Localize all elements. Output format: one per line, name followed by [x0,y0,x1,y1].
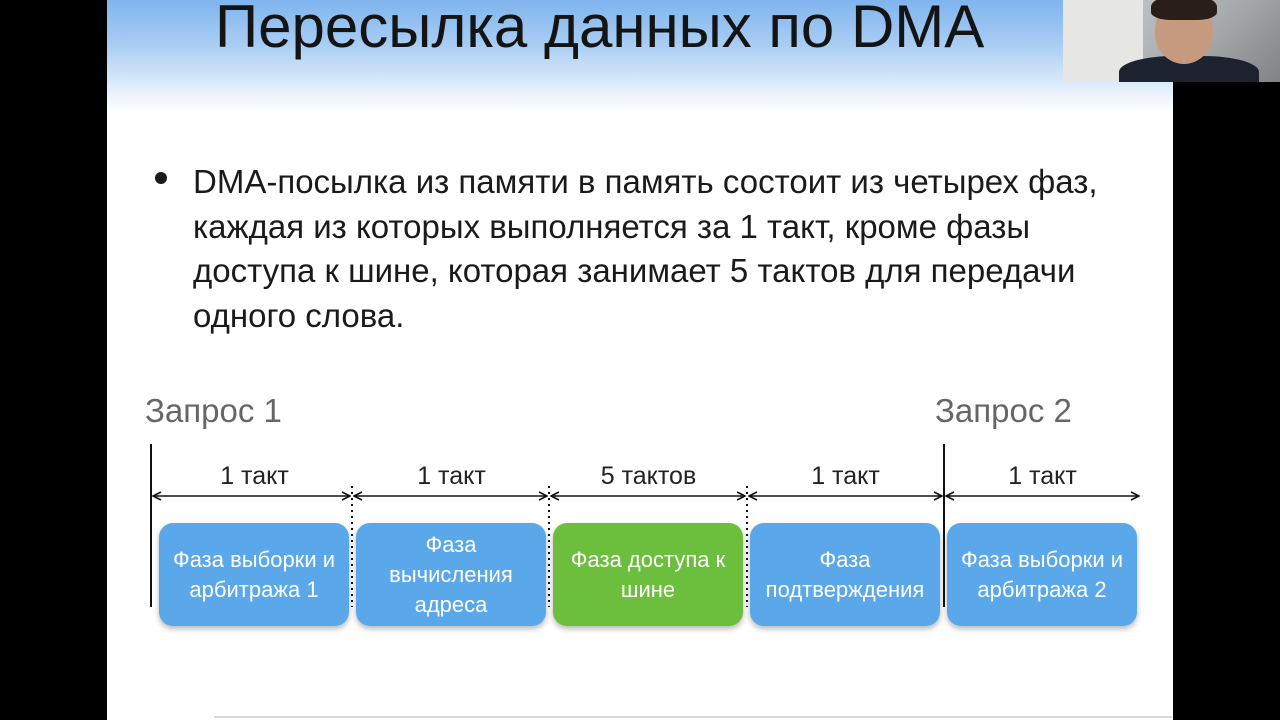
phase-fetch-arbitration-2: Фаза выборки и арбитража 2 [947,523,1137,626]
webcam-overlay [1063,0,1280,82]
bullet-icon [155,172,167,184]
duration-label-4: 1 такт [811,462,880,490]
phase-acknowledgement: Фаза подтверждения [750,523,940,626]
bullet-text: DMA-посылка из памяти в память состоит и… [193,163,1098,334]
phase-address-calculation: Фаза вычисления адреса [356,523,546,626]
duration-label-2: 1 такт [417,462,486,490]
timing-diagram [150,444,1173,607]
duration-label-5: 1 такт [1008,462,1077,490]
phase-fetch-arbitration-1: Фаза выборки и арбитража 1 [159,523,349,626]
slide-title: Пересылка данных по DMA [215,0,985,60]
title-band [107,0,1173,112]
phase-bus-access: Фаза доступа к шине [553,523,743,626]
bottom-divider [214,716,1172,718]
request-2-label: Запрос 2 [935,392,1072,429]
duration-label-3: 5 тактов [600,462,697,490]
presentation-slide: Пересылка данных по DMA DMA-посылка из п… [107,0,1173,720]
request-1-label: Запрос 1 [145,392,282,429]
duration-label-1: 1 такт [220,462,289,490]
